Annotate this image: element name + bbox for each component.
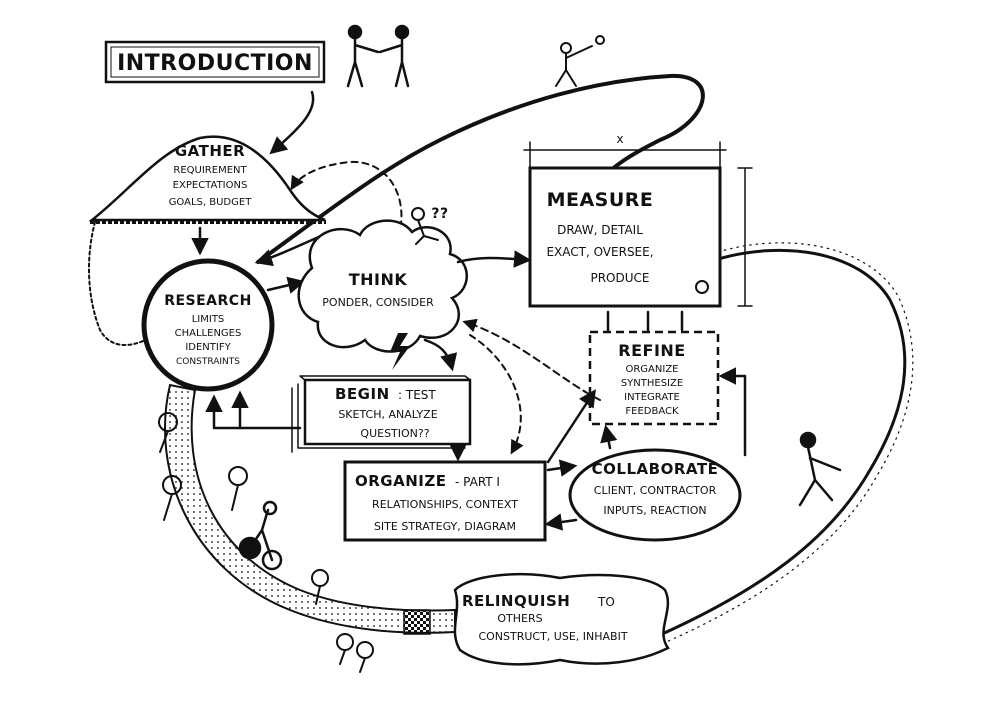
gather-line-1: REQUIREMENT: [173, 165, 247, 176]
dashed-arrow-refine-to-think: [462, 318, 601, 401]
think-cloud: THINK PONDER, CONSIDER ??: [297, 206, 468, 353]
arrow-collab-to-refine: [718, 367, 747, 457]
gather-mountain: GATHER REQUIREMENT EXPECTATIONS GOALS, B…: [88, 135, 326, 224]
relinquish-title: RELINQUISH: [462, 592, 570, 610]
introduction-box: INTRODUCTION: [104, 40, 326, 84]
refine-line-2: SYNTHESIZE: [621, 378, 683, 389]
ridge-ticks: [663, 242, 914, 644]
arrow-research-to-think: [266, 276, 306, 294]
measure-line-1: DRAW, DETAIL: [557, 223, 643, 237]
measure-title: MEASURE: [547, 189, 654, 211]
chain-link: [88, 221, 156, 347]
relinquish-suffix: TO: [597, 595, 615, 609]
research-line-2: CHALLENGES: [175, 328, 242, 339]
begin-suffix: : TEST: [398, 388, 436, 402]
measure-circle-mark: [695, 280, 709, 294]
relinquish-node: RELINQUISH TO OTHERS CONSTRUCT, USE, INH…: [453, 573, 670, 666]
cyclist-figure-icon: [238, 500, 283, 571]
research-line-3: IDENTIFY: [185, 342, 231, 353]
climbing-figure-icon: [798, 431, 842, 507]
think-line: PONDER, CONSIDER: [322, 296, 434, 309]
research-line-4: CONSTRAINTS: [176, 357, 240, 367]
collaborate-title: COLLABORATE: [592, 460, 719, 478]
relinquish-line-2: CONSTRUCT, USE, INHABIT: [478, 630, 627, 643]
figure-on-hill-icon: [555, 35, 605, 87]
arrow-think-to-begin: [423, 338, 458, 372]
measure-dimension-mark: x: [616, 132, 623, 146]
think-question-marks: ??: [431, 206, 448, 222]
arrow-collab-up-to-refine: [600, 424, 618, 450]
refine-line-3: INTEGRATE: [624, 392, 680, 403]
begin-block: BEGIN : TEST SKETCH, ANALYZE QUESTION??: [291, 375, 472, 453]
measure-line-3: PRODUCE: [590, 271, 649, 285]
checker-crossing: [403, 609, 431, 635]
collaborate-node: COLLABORATE CLIENT, CONTRACTOR INPUTS, R…: [568, 448, 742, 542]
collaborate-line-2: INPUTS, REACTION: [603, 504, 706, 517]
arrows-measure-refine: [606, 310, 684, 332]
ridge-path: [658, 248, 907, 637]
arrow-collab-to-organize: [544, 513, 578, 531]
organize-title: ORGANIZE: [355, 472, 446, 490]
measure-box: x MEASURE DRAW, DETAIL EXACT, OVERSEE, P…: [523, 132, 753, 308]
arrow-organize-to-collab: [546, 459, 578, 477]
organize-line-2: SITE STRATEGY, DIAGRAM: [374, 520, 516, 533]
research-line-1: LIMITS: [192, 314, 225, 325]
arrow-begin-to-research: [205, 394, 302, 430]
arrow-think-to-measure: [456, 250, 532, 268]
relinquish-line-1: OTHERS: [497, 612, 542, 625]
refine-line-1: ORGANIZE: [625, 364, 678, 375]
collaborate-line-1: CLIENT, CONTRACTOR: [594, 484, 717, 497]
begin-line-2: QUESTION??: [360, 427, 429, 440]
gather-line-2: EXPECTATIONS: [173, 180, 248, 191]
dashed-arrow-think-to-gather: [290, 160, 403, 239]
begin-line-1: SKETCH, ANALYZE: [338, 408, 437, 421]
hill-path-curve: [256, 73, 705, 264]
refine-box: REFINE ORGANIZE SYNTHESIZE INTEGRATE FEE…: [588, 330, 720, 426]
lollipop-trees-icon: [158, 412, 374, 673]
organize-suffix: - PART I: [455, 475, 500, 489]
arrow-organize-to-refine: [546, 389, 596, 464]
handshake-figures-icon: [346, 24, 410, 88]
begin-title: BEGIN: [335, 385, 390, 403]
introduction-title: INTRODUCTION: [117, 51, 313, 76]
gather-line-3: GOALS, BUDGET: [169, 197, 253, 208]
research-title: RESEARCH: [164, 293, 252, 309]
arrow-intro-to-gather: [269, 90, 315, 155]
refine-line-4: FEEDBACK: [625, 406, 679, 417]
lightning-icon: [390, 333, 410, 370]
organize-line-1: RELATIONSHIPS, CONTEXT: [372, 498, 518, 511]
research-node: RESEARCH LIMITS CHALLENGES IDENTIFY CONS…: [141, 258, 275, 392]
dashed-arrow-think-to-collab: [469, 334, 524, 455]
think-title: THINK: [349, 270, 408, 289]
refine-title: REFINE: [618, 341, 685, 360]
gather-title: GATHER: [175, 142, 245, 160]
measure-line-2: EXACT, OVERSEE,: [546, 245, 653, 259]
organize-box: ORGANIZE - PART I RELATIONSHIPS, CONTEXT…: [343, 460, 547, 542]
thinker-figure-icon: [411, 207, 439, 245]
